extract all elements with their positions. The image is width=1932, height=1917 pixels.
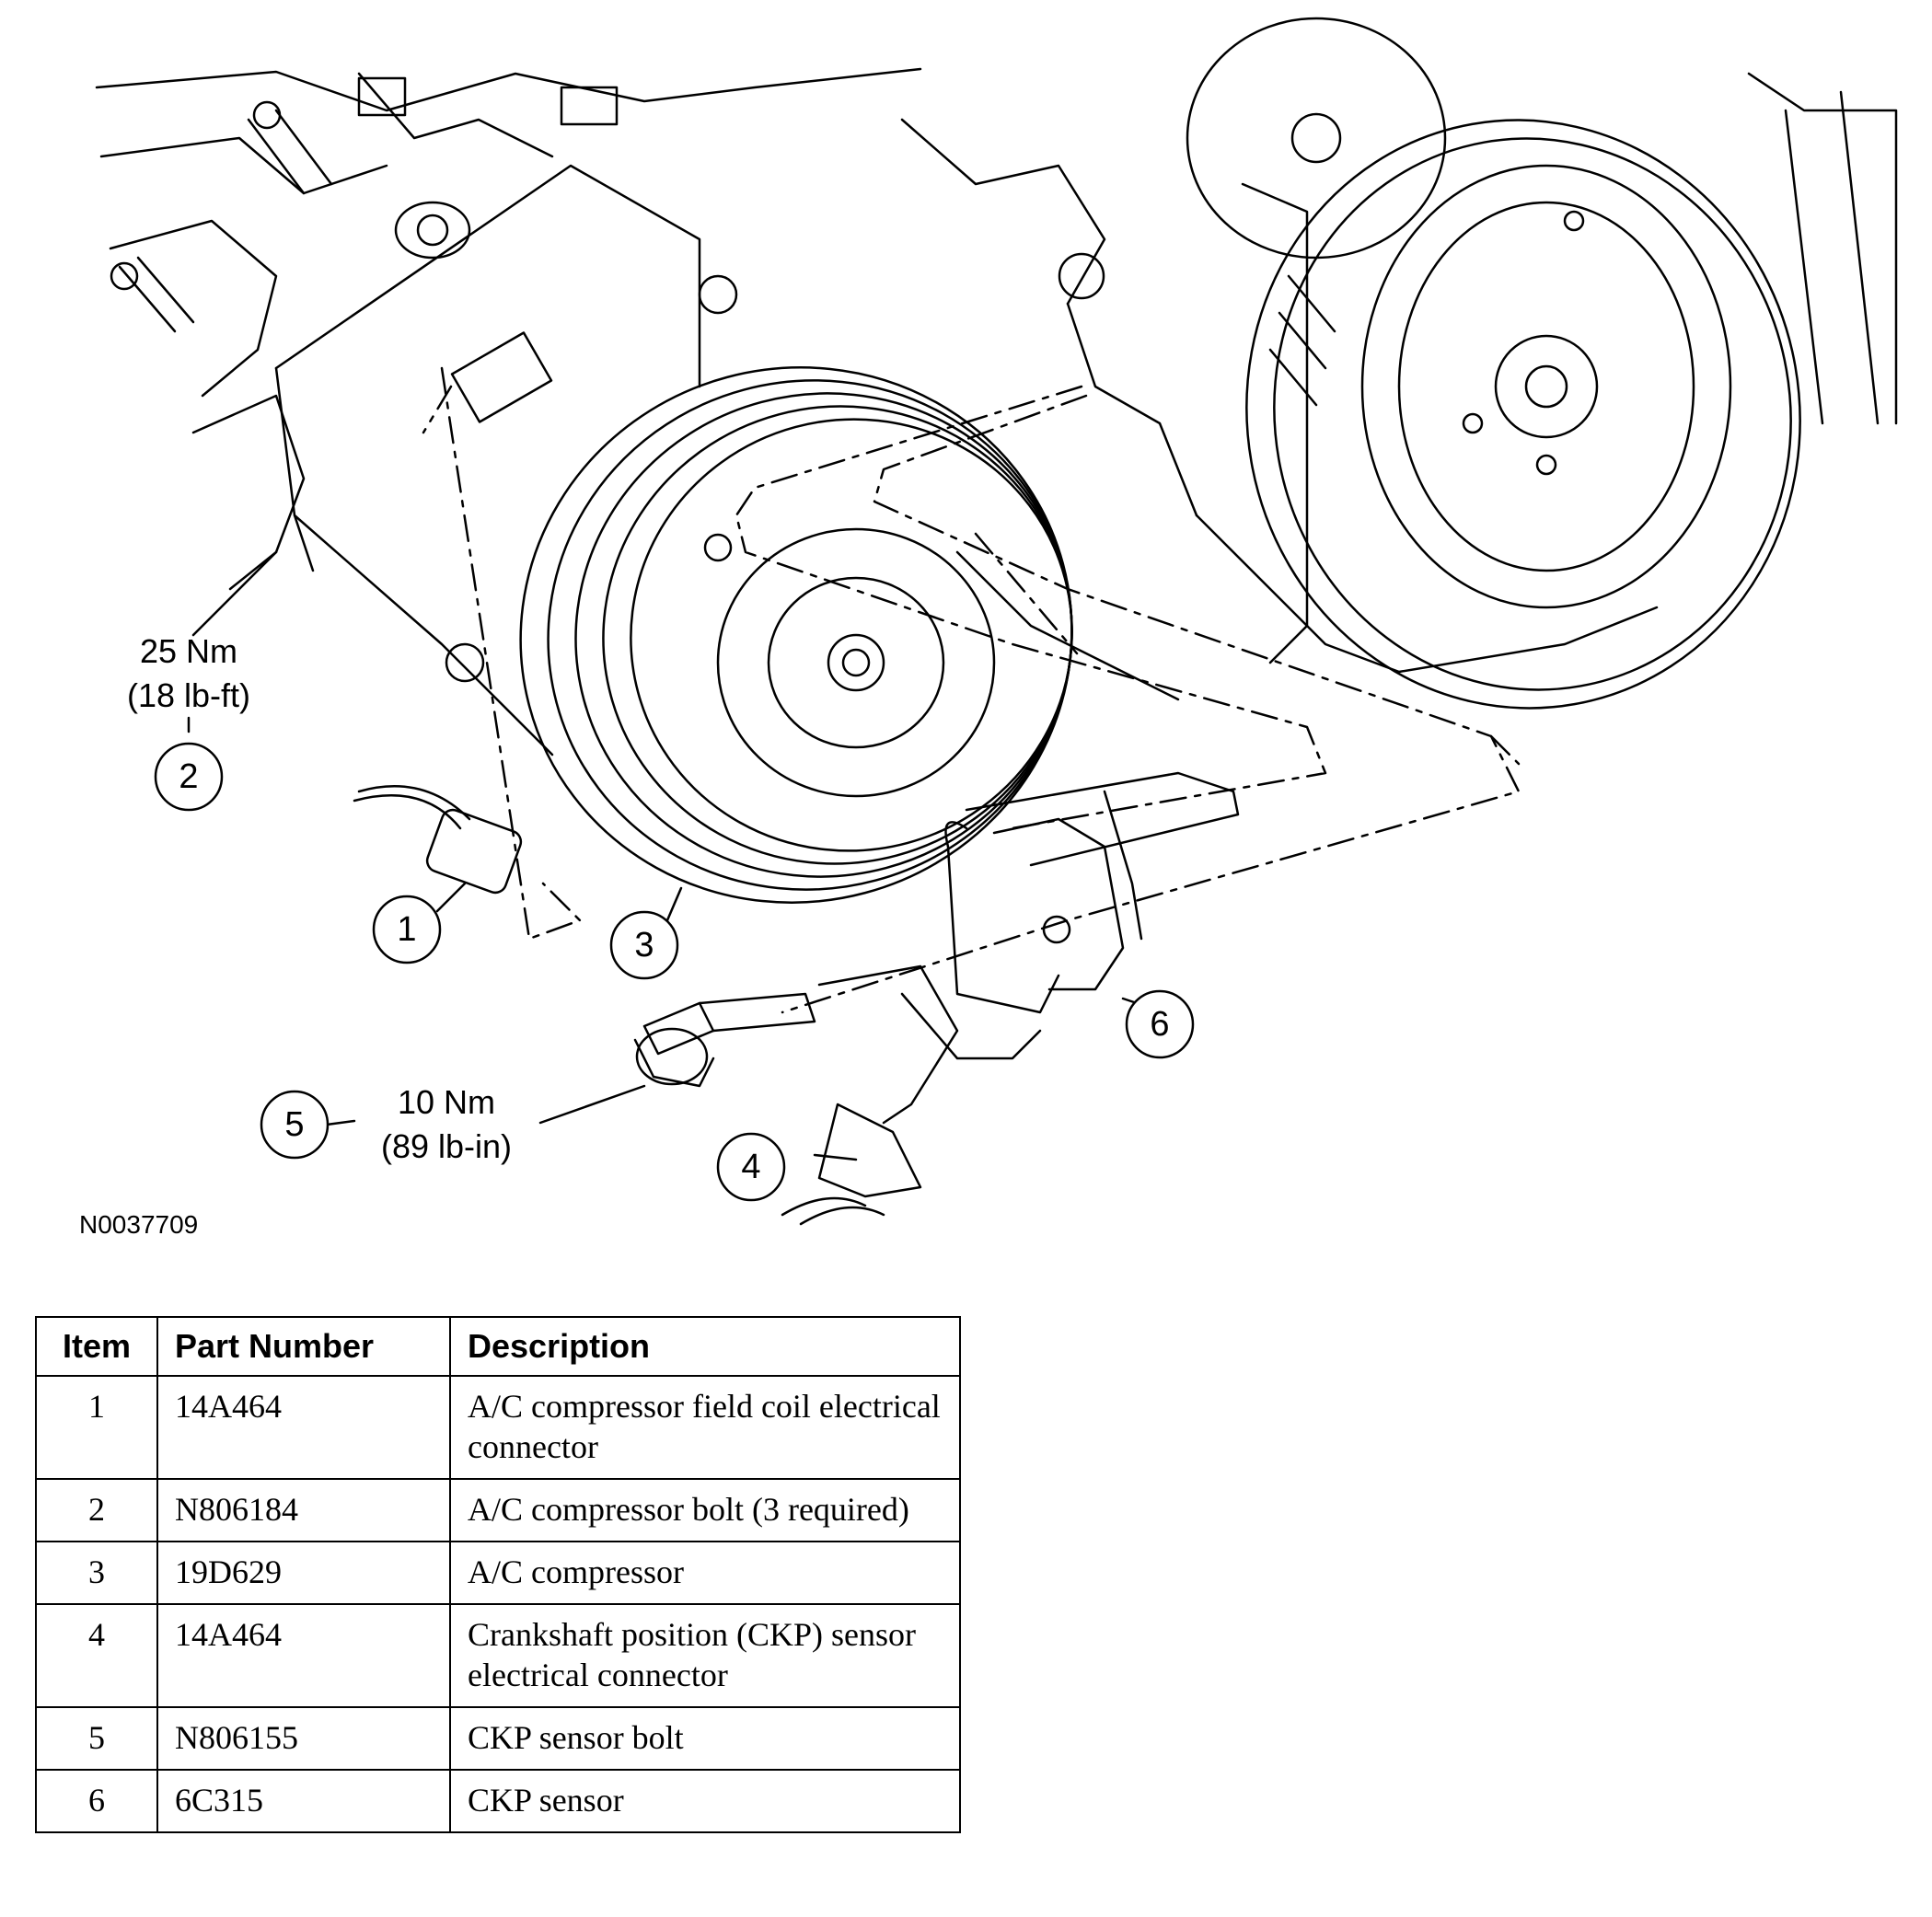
description-cell: A/C compressor field coil electrical con…	[449, 1375, 961, 1480]
engine-block-outline	[95, 67, 1659, 701]
idler-pulley	[1186, 17, 1898, 425]
callout-leader-lines	[187, 550, 1152, 1161]
ac-compressor-body	[274, 164, 1105, 756]
callout-1-number: 1	[397, 910, 416, 949]
callout-2-torque-imperial: (18 lb-ft)	[127, 676, 250, 714]
part-number-cell: 14A464	[156, 1375, 451, 1480]
table-row: 1 14A464 A/C compressor field coil elect…	[35, 1375, 961, 1480]
callout-3: 3	[609, 910, 679, 980]
table-row: 4 14A464 Crankshaft position (CKP) senso…	[35, 1603, 961, 1708]
callout-1: 1	[372, 895, 442, 964]
callout-2-torque-nm: 25 Nm	[140, 632, 237, 670]
ac-compressor-pulley	[519, 366, 1073, 904]
item-cell: 6	[35, 1769, 158, 1833]
column-header-part-number: Part Number	[156, 1316, 451, 1377]
item-cell: 1	[35, 1375, 158, 1480]
engine-fittings	[110, 100, 471, 333]
ckp-sensor-bolt	[633, 992, 816, 1088]
callout-6-number: 6	[1150, 1005, 1169, 1044]
part-number-cell: 6C315	[156, 1769, 451, 1833]
table-row: 6 6C315 CKP sensor	[35, 1769, 961, 1833]
description-cell: CKP sensor	[449, 1769, 961, 1833]
callout-2: 2 25 Nm (18 lb-ft)	[127, 632, 250, 812]
part-number-cell: 19D629	[156, 1541, 451, 1605]
part-number-cell: 14A464	[156, 1603, 451, 1708]
parts-table: Item Part Number Description 1 14A464 A/…	[35, 1316, 961, 1833]
figure-id: N0037709	[79, 1210, 199, 1239]
callout-5: 5 10 Nm (89 lb-in)	[260, 1083, 512, 1165]
description-cell: A/C compressor bolt (3 required)	[449, 1478, 961, 1542]
callout-5-torque-imperial: (89 lb-in)	[381, 1127, 512, 1165]
callout-4: 4	[716, 1132, 786, 1202]
part-number-cell: N806155	[156, 1706, 451, 1771]
callout-2-number: 2	[179, 757, 198, 796]
description-cell: Crankshaft position (CKP) sensor electri…	[449, 1603, 961, 1708]
callout-3-number: 3	[634, 926, 654, 964]
table-row: 5 N806155 CKP sensor bolt	[35, 1706, 961, 1771]
table-row: 2 N806184 A/C compressor bolt (3 require…	[35, 1478, 961, 1542]
column-header-item: Item	[35, 1316, 158, 1377]
ac-field-coil-connector	[353, 785, 523, 895]
description-cell: CKP sensor bolt	[449, 1706, 961, 1771]
item-cell: 4	[35, 1603, 158, 1708]
part-number-cell: N806184	[156, 1478, 451, 1542]
callout-4-number: 4	[741, 1148, 760, 1186]
exploded-view-illustration: 1 2 25 Nm (18 lb-ft) 3 4 5 10 Nm (89 lb-…	[95, 17, 1898, 1226]
item-cell: 3	[35, 1541, 158, 1605]
table-header-row: Item Part Number Description	[35, 1316, 961, 1377]
column-header-description: Description	[449, 1316, 961, 1377]
item-cell: 2	[35, 1478, 158, 1542]
callout-5-number: 5	[284, 1105, 304, 1144]
ckp-connector	[781, 964, 959, 1226]
callout-6: 6	[1125, 989, 1195, 1059]
description-cell: A/C compressor	[449, 1541, 961, 1605]
table-row: 3 19D629 A/C compressor	[35, 1541, 961, 1605]
item-cell: 5	[35, 1706, 158, 1771]
assembly-guide-lines	[422, 366, 1521, 1014]
callout-5-torque-nm: 10 Nm	[398, 1083, 495, 1121]
crankshaft-pulley	[1241, 119, 1801, 710]
